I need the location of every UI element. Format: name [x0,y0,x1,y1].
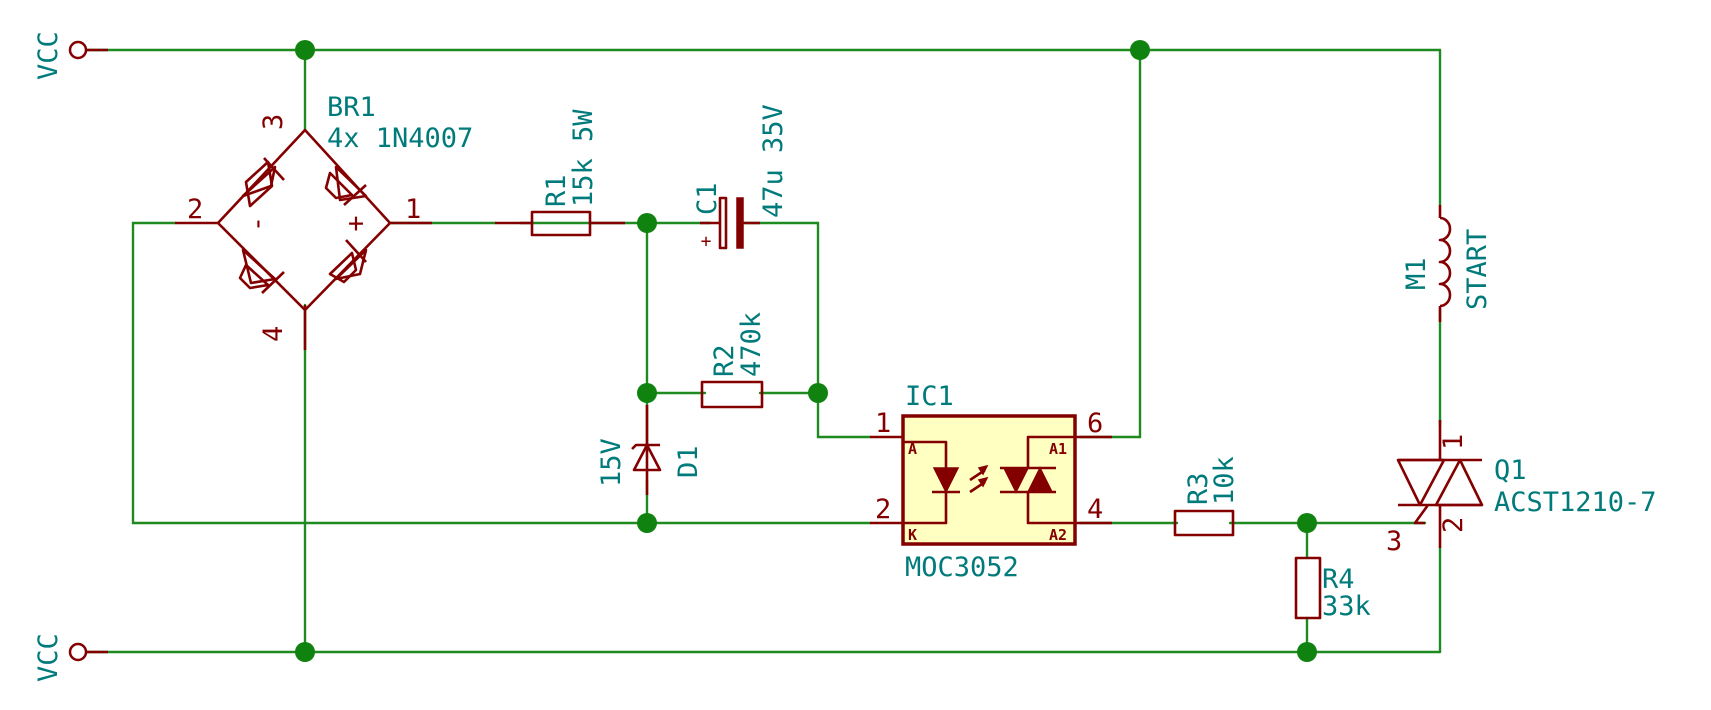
q1-pin2: 2 [1438,517,1469,533]
power-label-top: VCC [33,31,64,80]
d1-value: 15V [596,438,627,487]
r1-ref: R1 [541,174,572,207]
junction-dot [295,40,315,60]
junction-dot [637,383,657,403]
ic1-ref: IC1 [905,381,954,412]
junction-dot [1297,513,1317,533]
resistor-r2: R2 470k [700,312,767,409]
r1-value: 15k 5W [568,109,599,207]
ic1-pin2: 2 [875,494,891,525]
triac-q1: 1 2 3 Q1 ACST1210-7 [1386,420,1657,557]
br1-pin-left: 2 [187,194,203,225]
resistor-r3: R3 10k [1173,456,1240,537]
junction-dot [637,213,657,233]
ic1-value: MOC3052 [905,552,1019,583]
c1-value: 47u 35V [758,104,789,218]
coil-m1: M1 START [1401,205,1493,322]
wire-ic-pin6 [1078,48,1142,439]
m1-ref: M1 [1401,257,1432,290]
r3-ref: R3 [1183,472,1214,505]
d1-ref: D1 [673,445,704,478]
q1-ref: Q1 [1494,455,1527,486]
optocoupler-ic1: A K A1 A2 1 2 6 4 IC1 MOC3052 [870,381,1112,583]
bridge-diode-upper-right [324,165,368,206]
ic1-label-k: K [908,526,917,544]
junction-dot [808,383,828,403]
bridge-diode-upper-left [241,157,285,208]
q1-value: ACST1210-7 [1494,487,1657,518]
r3-value: 10k [1209,456,1240,505]
c1-plus-sign: + [701,231,712,252]
zener-diode-d1: 15V D1 [596,405,704,495]
m1-value: START [1462,229,1493,310]
ic1-label-a2: A2 [1049,526,1067,544]
br1-pin-top: 3 [258,114,289,130]
wire-cap-right [743,221,872,439]
br1-ref: BR1 [327,92,376,123]
bridge-diode-lower-right [328,239,368,284]
r2-value: 470k [736,312,767,377]
junction-dot [1130,40,1150,60]
junction-dot [1297,642,1317,662]
power-terminal-top: VCC [33,31,108,80]
ic1-label-a: A [908,440,917,458]
bridge-diode-lower-left [238,248,285,294]
bridge-rectifier-br1: - + 3 2 1 4 BR1 4x 1N4007 [175,92,473,350]
c1-ref: C1 [692,182,723,215]
wire-bridge-left-loop [131,221,872,525]
power-terminal-bottom: VCC [33,633,108,682]
resistor-r4: R4 33k [1294,556,1371,622]
br1-minus-sign: - [242,216,273,232]
resistor-r1: R1 15k 5W [495,109,625,237]
br1-value: 4x 1N4007 [327,123,473,154]
ic1-label-a1: A1 [1049,440,1067,458]
junction-dot [295,642,315,662]
junctions [295,40,1317,662]
br1-plus-sign: + [348,208,364,239]
r2-ref: R2 [709,344,740,377]
q1-pin3: 3 [1386,526,1402,557]
ic1-pin1: 1 [875,408,891,439]
capacitor-c1: + C1 47u 35V [692,104,789,252]
junction-dot [637,513,657,533]
q1-pin1: 1 [1438,434,1469,450]
ic1-pin4: 4 [1087,494,1103,525]
br1-pin-bottom: 4 [258,326,289,342]
power-label-bottom: VCC [33,633,64,682]
r4-ref: R4 [1322,564,1355,595]
r4-value: 33k [1322,591,1371,622]
ic1-pin6: 6 [1087,408,1103,439]
br1-pin-right: 1 [405,194,421,225]
